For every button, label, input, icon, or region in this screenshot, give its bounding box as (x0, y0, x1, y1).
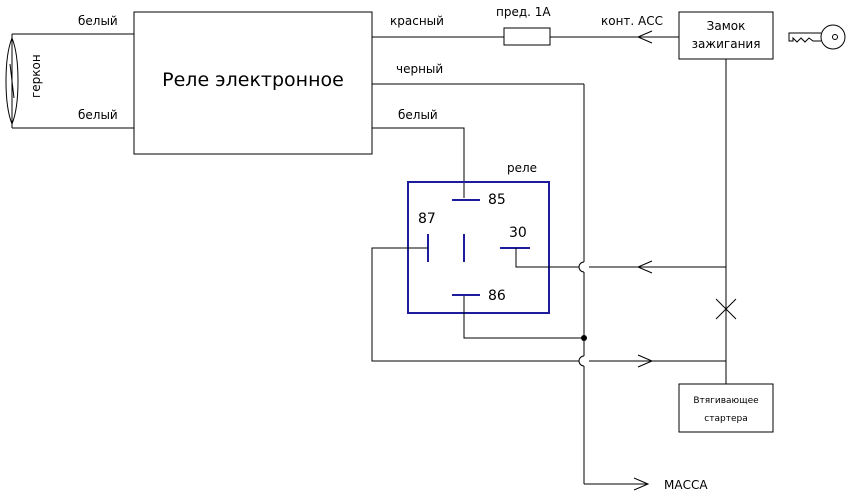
reed-switch-icon (5, 33, 134, 129)
black-wire-label: черный (396, 62, 443, 76)
white-wire-right-label: белый (398, 108, 438, 122)
fuse-label: пред. 1А (496, 5, 551, 19)
ignition-label-line1: Замок (707, 19, 746, 33)
arrow-icon (633, 477, 650, 491)
pin-85-label: 85 (488, 192, 506, 208)
arrow-icon (636, 30, 653, 44)
ground-label: МАССА (664, 478, 708, 492)
white-wire-bottom-label: белый (78, 108, 118, 122)
starter-label-line1: Втягивающее (693, 396, 759, 406)
pin-87-label: 87 (418, 211, 436, 227)
reed-label: геркон (29, 54, 43, 98)
pin-86-label: 86 (488, 288, 506, 304)
starter-label-line2: стартера (704, 414, 747, 424)
white-wire-top-label: белый (78, 14, 118, 28)
acc-label: конт. АСС (601, 14, 663, 28)
electronic-relay-block (133, 11, 373, 155)
fuse-icon (503, 27, 551, 46)
cross-icon (715, 298, 737, 320)
relay-label: реле (507, 161, 537, 175)
arrow-icon (637, 354, 654, 368)
key-icon (788, 24, 846, 50)
pin-30-label: 30 (509, 225, 527, 241)
red-wire-label: красный (390, 14, 444, 28)
arrow-icon (636, 260, 653, 274)
electronic-relay-label: Реле электронное (162, 69, 344, 91)
ignition-label-line2: зажигания (692, 37, 761, 51)
starter-solenoid-box (678, 383, 774, 433)
